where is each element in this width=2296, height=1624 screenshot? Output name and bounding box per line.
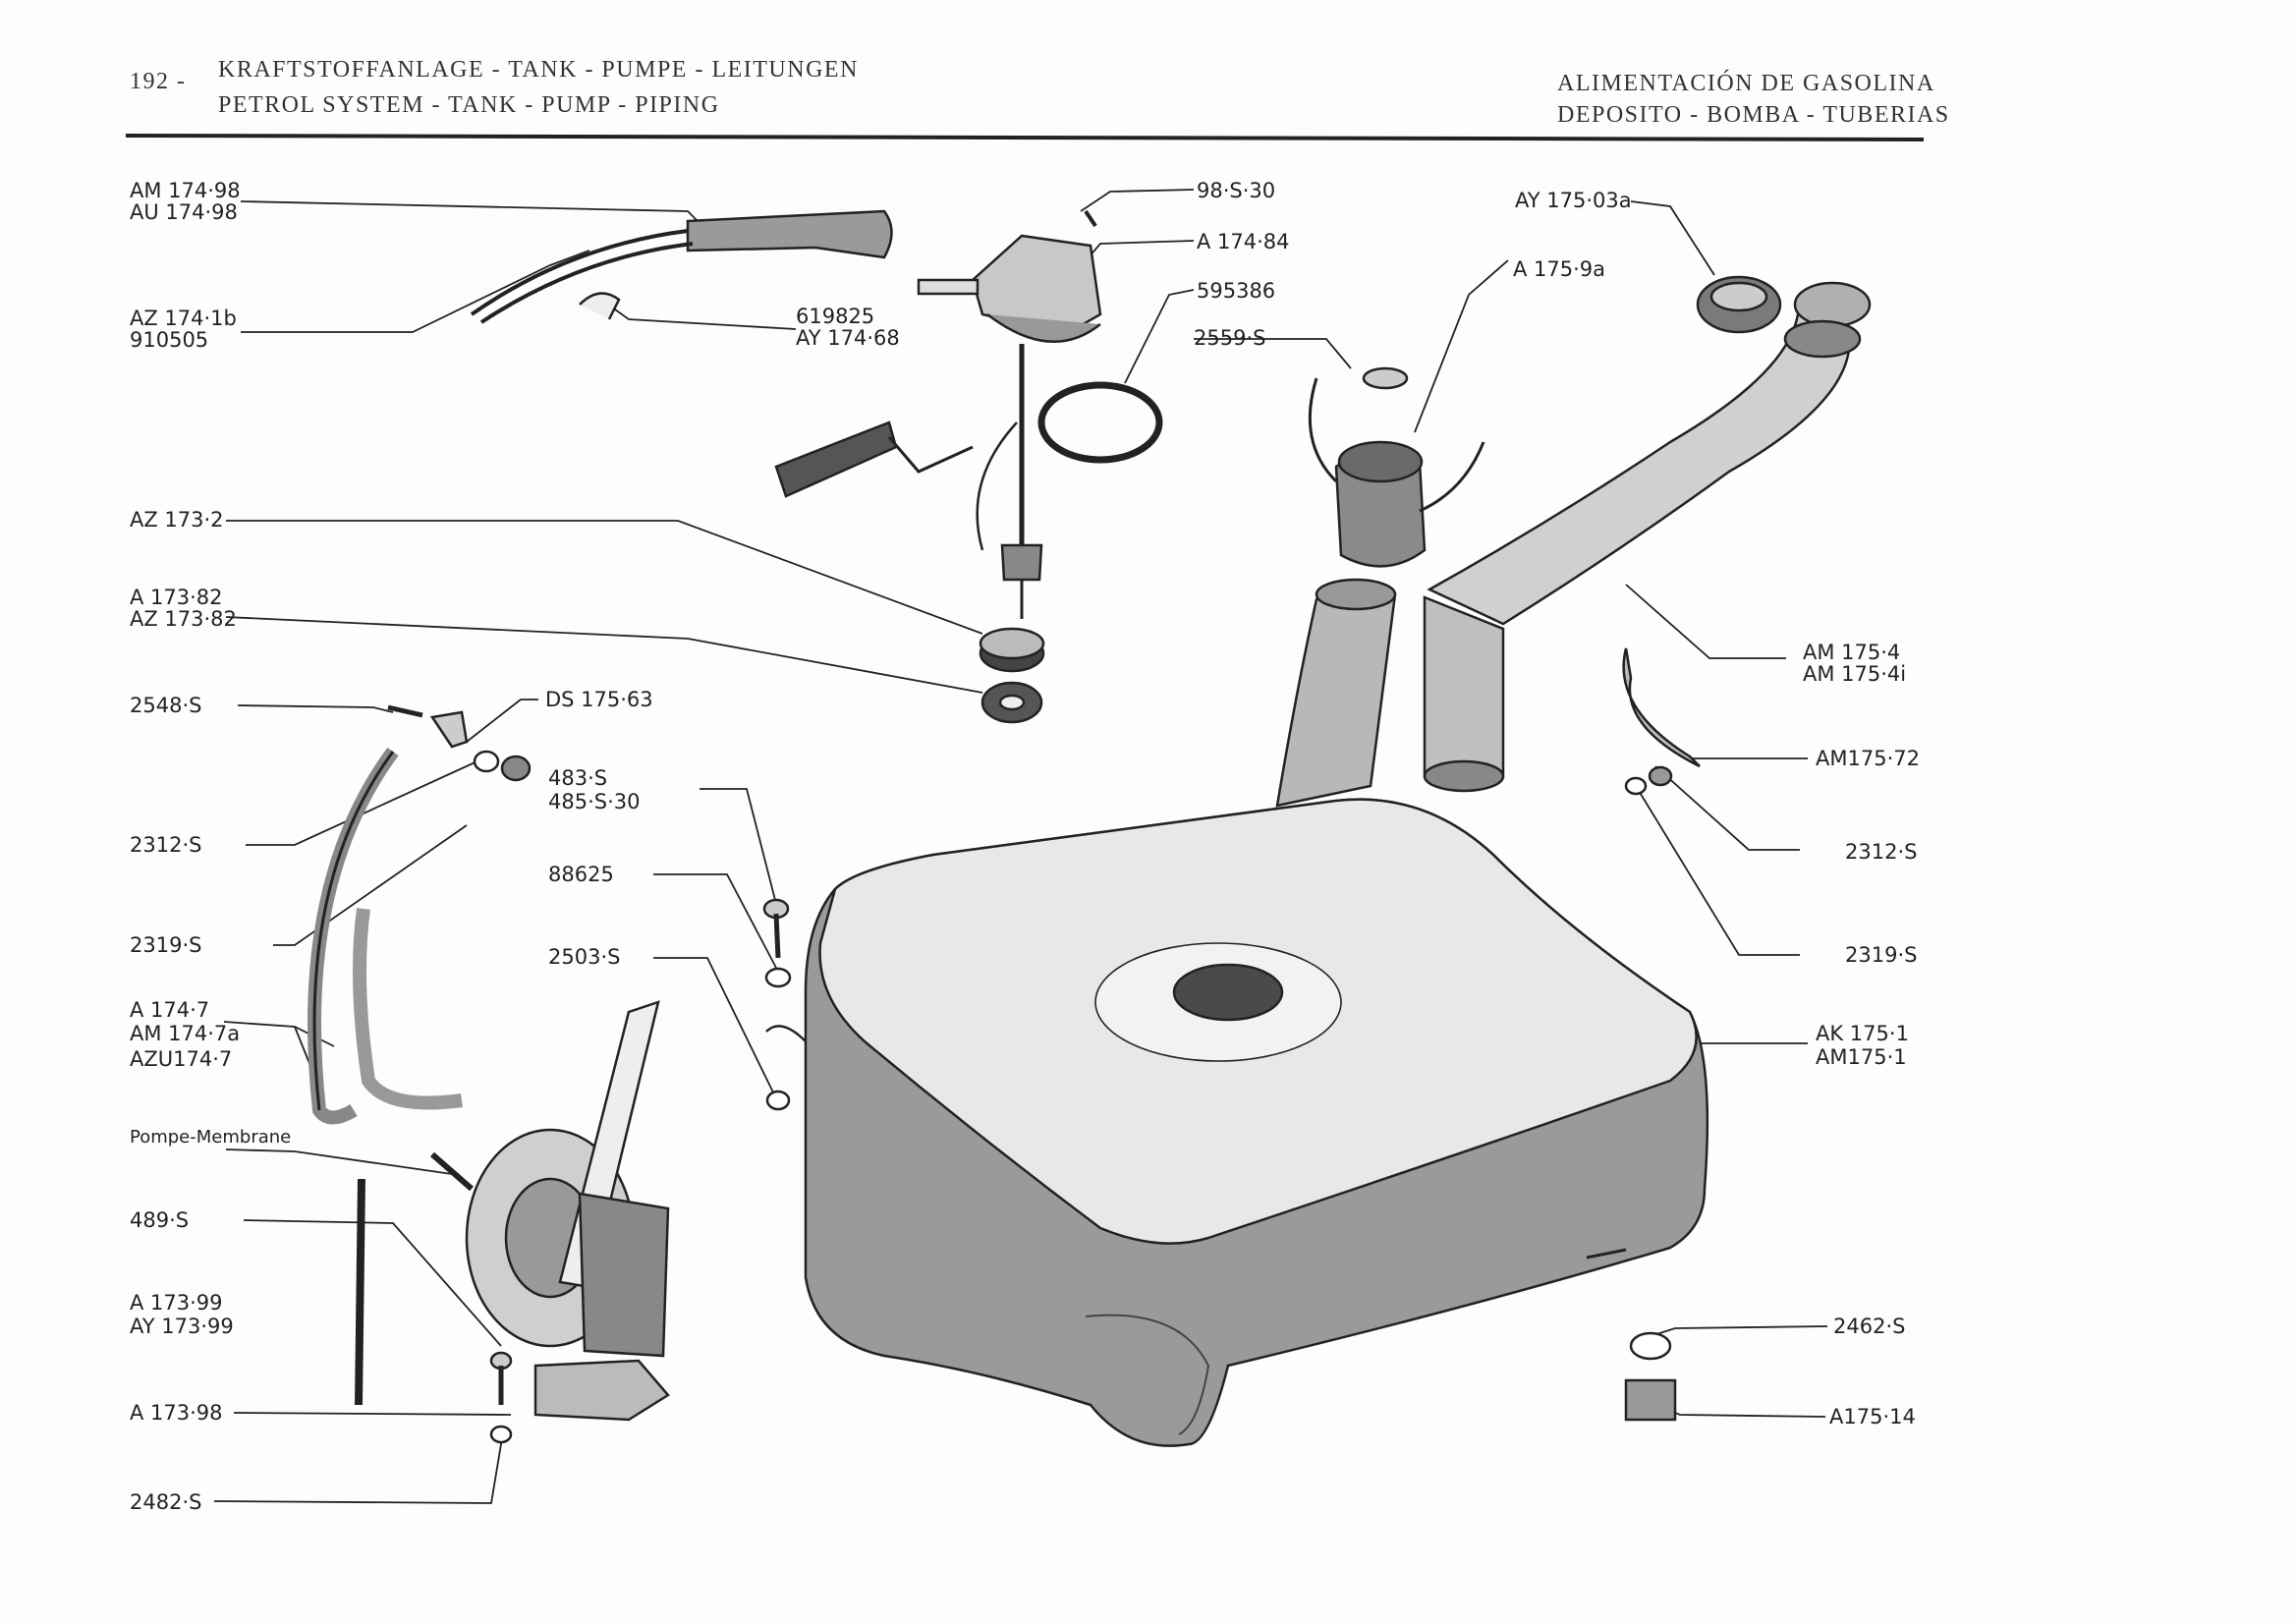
- header-rule: [125, 134, 1925, 141]
- label-2503-s: 2503·S: [548, 945, 621, 969]
- fuel-pump: [430, 1000, 670, 1422]
- label-910505: 910505: [130, 328, 209, 352]
- drain-plug: [1624, 1331, 1677, 1422]
- rubber-sleeve: [1308, 366, 1485, 568]
- filler-pipe: [1423, 281, 1872, 793]
- label-2319-s-right: 2319·S: [1845, 943, 1918, 967]
- title-en: PETROL SYSTEM - TANK - PUMP - PIPING: [218, 92, 720, 118]
- label-98-s-30: 98·S·30: [1197, 179, 1276, 202]
- left-hoses: [308, 747, 463, 1125]
- label-am-175-1: AM175·1: [1816, 1045, 1907, 1069]
- label-am-175-4: AM 175·4: [1803, 641, 1901, 664]
- label-ak-175-1: AK 175·1: [1816, 1022, 1909, 1045]
- top-hose: [470, 209, 893, 324]
- sender-gasket: [1037, 381, 1163, 464]
- label-88625: 88625: [548, 863, 614, 886]
- fuel-sender: [774, 234, 1102, 619]
- label-am-175-4i: AM 175·4i: [1803, 662, 1907, 686]
- label-am-174-7a: AM 174·7a: [130, 1022, 241, 1045]
- filler-cap: [1696, 275, 1782, 334]
- label-az-174-1b: AZ 174·1b: [130, 307, 237, 330]
- label-2319-s-left: 2319·S: [130, 933, 202, 957]
- pump-pushrod: [355, 1178, 513, 1444]
- label-619825: 619825: [796, 305, 875, 328]
- title-es-line2: DEPOSITO - BOMBA - TUBERIAS: [1557, 102, 1950, 128]
- label-am-174-98: AM 174·98: [130, 179, 241, 202]
- label-a-173-99: A 173·99: [130, 1291, 223, 1315]
- label-ay-173-99: AY 173·99: [130, 1315, 234, 1338]
- hose-clip: [579, 292, 621, 320]
- label-2482-s: 2482·S: [130, 1490, 202, 1514]
- label-ds-175-63: DS 175·63: [545, 688, 653, 711]
- label-a-175-9a: A 175·9a: [1513, 257, 1606, 281]
- label-2559-s: 2559·S: [1194, 326, 1266, 350]
- neck-pipe: [1275, 578, 1397, 808]
- label-483-s: 483·S: [548, 766, 608, 790]
- label-au-174-98: AU 174·98: [130, 200, 238, 224]
- label-2462-s: 2462·S: [1833, 1315, 1906, 1338]
- label-2548-s: 2548·S: [130, 694, 202, 717]
- bolt-483-s: [762, 898, 792, 1111]
- title-de: KRAFTSTOFFANLAGE - TANK - PUMPE - LEITUN…: [218, 57, 859, 83]
- fuel-tank: [765, 798, 1709, 1447]
- label-ay-175-03a: AY 175·03a: [1515, 189, 1632, 212]
- label-a-173-98: A 173·98: [130, 1401, 223, 1425]
- label-ay-174-68: AY 174·68: [796, 326, 900, 350]
- label-489-s: 489·S: [130, 1208, 190, 1232]
- label-a-174-84: A 174·84: [1197, 230, 1290, 253]
- label-a-173-82: A 173·82: [130, 586, 223, 609]
- label-2312-s-right: 2312·S: [1845, 840, 1918, 864]
- label-a-174-7: A 174·7: [130, 998, 210, 1022]
- label-azu-174-7: AZU174·7: [130, 1047, 233, 1071]
- float-nut: [979, 627, 1045, 724]
- label-a-175-14: A175·14: [1829, 1405, 1916, 1428]
- page-number: 192 -: [130, 69, 187, 94]
- screw-98-s-30: [1084, 209, 1097, 228]
- label-pompe-membrane: Pompe-Membrane: [130, 1127, 292, 1148]
- label-am-175-72: AM175·72: [1816, 747, 1920, 770]
- label-az-173-82: AZ 173·82: [130, 607, 237, 631]
- label-485-s-30: 485·S·30: [548, 790, 641, 813]
- clip-bracket: [387, 704, 532, 782]
- label-2312-s-left: 2312·S: [130, 833, 202, 857]
- label-az-173-2: AZ 173·2: [130, 508, 224, 532]
- tank-strap: [1622, 647, 1701, 796]
- title-es-line1: ALIMENTACIÓN DE GASOLINA: [1557, 71, 1935, 96]
- label-595386: 595386: [1197, 279, 1276, 303]
